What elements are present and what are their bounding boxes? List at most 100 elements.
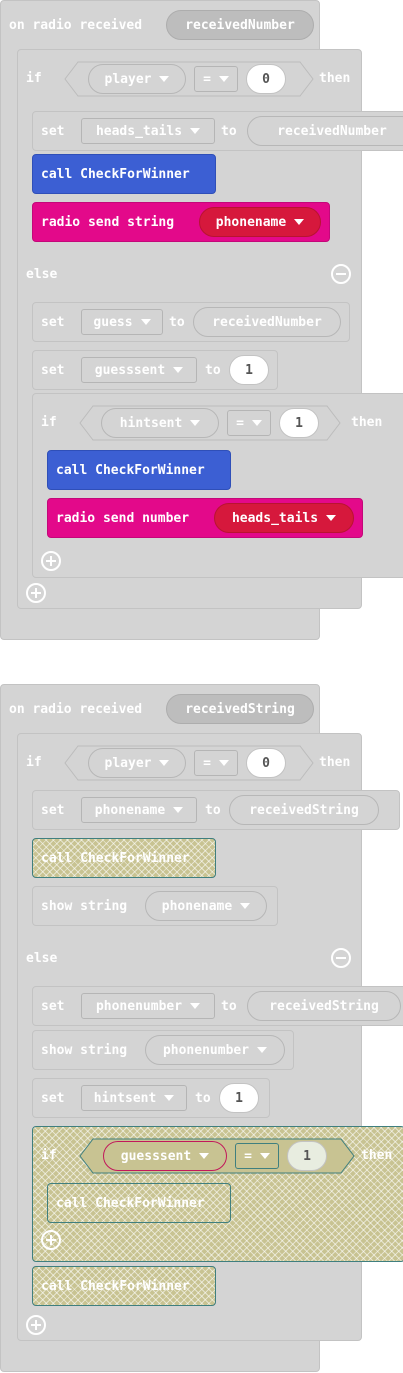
dropdown-arrow-icon	[294, 219, 305, 225]
dropdown-arrow-icon	[173, 367, 184, 373]
set-keyword: set	[41, 803, 65, 818]
show-string-label: show string	[41, 899, 128, 914]
then-label: then	[319, 755, 351, 770]
number-0[interactable]: 0	[246, 64, 286, 94]
add-plus-icon[interactable]	[26, 583, 46, 603]
to-keyword: to	[205, 803, 221, 818]
show-string-label: show string	[41, 1043, 128, 1058]
add-plus-icon[interactable]	[41, 1230, 61, 1250]
if-label: if	[26, 755, 42, 770]
variable-phonenumber[interactable]: phonenumber	[145, 1035, 285, 1065]
call-checkforwinner-disabled-block[interactable]: call CheckForWinner	[32, 838, 216, 878]
dropdown-arrow-icon	[190, 420, 201, 426]
event-label: on radio received	[9, 18, 143, 33]
condition-compare[interactable]: player = 0	[64, 61, 314, 97]
call-label: call CheckForWinner	[56, 1196, 205, 1211]
event-param-receivedNumber[interactable]: receivedNumber	[166, 10, 314, 40]
set-keyword: set	[41, 315, 65, 330]
set-phonename-block[interactable]: set phonename to receivedString	[32, 790, 400, 830]
dropdown-arrow-icon	[257, 1047, 268, 1053]
add-plus-icon[interactable]	[26, 1315, 46, 1335]
dropdown-arrow-icon	[190, 128, 201, 134]
variable-phonename[interactable]: phonename	[81, 797, 197, 823]
to-keyword: to	[205, 363, 221, 378]
condition-compare[interactable]: guesssent = 1	[79, 1138, 355, 1174]
variable-player[interactable]: player	[88, 748, 186, 778]
call-checkforwinner-block[interactable]: call CheckForWinner	[32, 154, 216, 194]
variable-phonename[interactable]: phonename	[199, 207, 321, 237]
then-label: then	[351, 415, 383, 430]
radio-send-string-block[interactable]: radio send string phonename	[32, 202, 330, 242]
dropdown-arrow-icon	[251, 420, 262, 426]
call-label: call CheckForWinner	[41, 1279, 190, 1294]
if-label: if	[41, 415, 57, 430]
set-guesssent-block[interactable]: set guesssent to 1	[32, 350, 278, 390]
set-keyword: set	[41, 999, 65, 1014]
number-1[interactable]: 1	[229, 355, 269, 385]
set-hintsent-block[interactable]: set hintsent to 1	[32, 1078, 270, 1118]
dropdown-arrow-icon	[190, 1003, 201, 1009]
variable-player[interactable]: player	[88, 64, 186, 94]
dropdown-arrow-icon	[159, 760, 170, 766]
dropdown-arrow-icon	[199, 1153, 210, 1159]
call-label: call CheckForWinner	[41, 167, 190, 182]
dropdown-arrow-icon	[218, 760, 229, 766]
dropdown-arrow-icon	[218, 76, 229, 82]
nested-if-block[interactable]: if hintsent = 1 then call CheckForWinner…	[32, 393, 403, 578]
condition-compare[interactable]: hintsent = 1	[79, 405, 341, 441]
then-label: then	[319, 71, 351, 86]
variable-hintsent[interactable]: hintsent	[101, 408, 219, 438]
call-checkforwinner-disabled-block[interactable]: call CheckForWinner	[47, 1183, 231, 1223]
nested-if-disabled-block[interactable]: if guesssent = 1 then call CheckForWinne…	[32, 1126, 403, 1262]
number-1[interactable]: 1	[219, 1083, 259, 1113]
to-keyword: to	[221, 999, 237, 1014]
variable-heads-tails[interactable]: heads_tails	[214, 503, 354, 533]
call-checkforwinner-block[interactable]: call CheckForWinner	[47, 450, 231, 490]
variable-hintsent[interactable]: hintsent	[81, 1085, 187, 1111]
variable-phonename[interactable]: phonename	[145, 891, 267, 921]
variable-heads-tails[interactable]: heads_tails	[81, 118, 215, 144]
event-block-radio-received-number[interactable]: on radio received receivedNumber if play…	[0, 0, 403, 640]
collapse-minus-icon[interactable]	[331, 948, 351, 968]
collapse-minus-icon[interactable]	[331, 264, 351, 284]
show-string-block[interactable]: show string phonename	[32, 886, 278, 926]
variable-phonenumber[interactable]: phonenumber	[81, 993, 215, 1019]
number-0[interactable]: 0	[246, 748, 286, 778]
dropdown-arrow-icon	[240, 903, 251, 909]
set-phonenumber-block[interactable]: set phonenumber to receivedString	[32, 986, 403, 1026]
variable-guesssent[interactable]: guesssent	[81, 357, 197, 383]
radio-send-string-label: radio send string	[41, 215, 175, 230]
then-label: then	[361, 1148, 393, 1163]
operator-dropdown[interactable]: =	[194, 66, 238, 92]
set-guess-block[interactable]: set guess to receivedNumber	[32, 302, 350, 342]
value-receivedNumber[interactable]: receivedNumber	[247, 116, 403, 146]
radio-send-number-label: radio send number	[56, 511, 190, 526]
add-plus-icon[interactable]	[41, 551, 61, 571]
event-param-receivedString[interactable]: receivedString	[166, 694, 314, 724]
if-else-block[interactable]: if player = 0 then set heads_tails to re…	[17, 49, 403, 609]
value-receivedNumber[interactable]: receivedNumber	[193, 307, 341, 337]
show-string-block[interactable]: show string phonenumber	[32, 1030, 294, 1070]
to-keyword: to	[195, 1091, 211, 1106]
radio-send-number-block[interactable]: radio send number heads_tails	[47, 498, 363, 538]
set-keyword: set	[41, 363, 65, 378]
dropdown-arrow-icon	[140, 319, 151, 325]
if-else-block[interactable]: if player = 0 then set phonename to rece…	[17, 733, 403, 1341]
number-1[interactable]: 1	[279, 408, 319, 438]
number-1[interactable]: 1	[287, 1141, 327, 1171]
value-receivedString[interactable]: receivedString	[229, 795, 379, 825]
condition-compare[interactable]: player = 0	[64, 745, 314, 781]
set-heads-tails-block[interactable]: set heads_tails to receivedNumber	[32, 111, 403, 151]
operator-dropdown[interactable]: =	[194, 750, 238, 776]
operator-dropdown[interactable]: =	[235, 1143, 279, 1169]
call-checkforwinner-disabled-block[interactable]: call CheckForWinner	[32, 1266, 216, 1306]
set-keyword: set	[41, 124, 65, 139]
event-block-radio-received-string[interactable]: on radio received receivedString if play…	[0, 684, 403, 1372]
else-label: else	[26, 267, 58, 282]
call-label: call CheckForWinner	[41, 851, 190, 866]
variable-guess[interactable]: guess	[81, 309, 163, 335]
operator-dropdown[interactable]: =	[227, 410, 271, 436]
dropdown-arrow-icon	[326, 515, 337, 521]
value-receivedString[interactable]: receivedString	[247, 991, 401, 1021]
variable-guesssent[interactable]: guesssent	[103, 1141, 227, 1171]
